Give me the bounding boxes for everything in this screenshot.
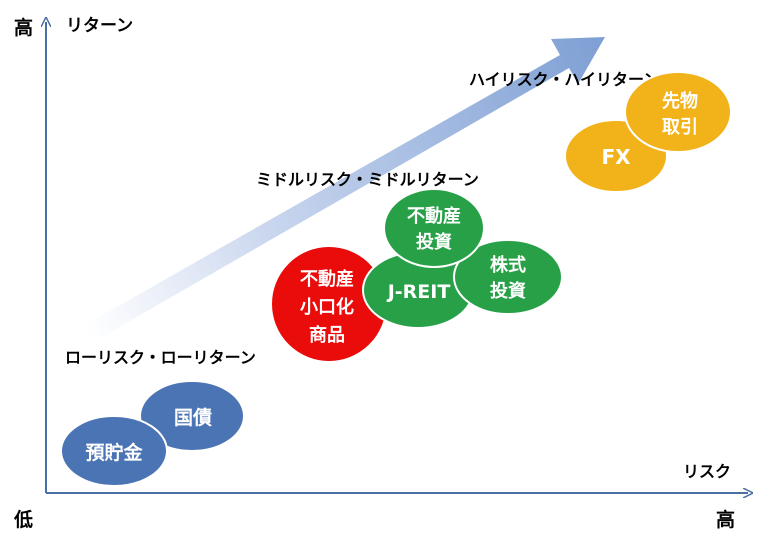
bubble-real-estate-line1: 不動産 [407,205,461,227]
bubble-jgb-label: 国債 [174,406,212,429]
x-axis-title: リスク [683,462,731,481]
bubble-small-lot-line1: 不動産 [300,268,354,290]
bubble-deposit-shape [60,415,168,487]
bubble-real-estate: 不動産 投資 [383,188,485,268]
bubble-stocks-line2: 投資 [490,280,526,302]
bubble-jgb: 国債 [139,380,245,452]
bubble-small-lot-line2: 小口化 [300,296,354,318]
bubble-reit: J-REIT [362,251,474,329]
bubble-stocks-shape [453,239,563,315]
bubble-deposit-label: 預貯金 [85,441,143,464]
bubble-real-estate-line2: 投資 [416,231,452,253]
bubble-futures-shape [624,71,732,153]
y-axis-title: リターン [66,16,133,36]
trend-arrow [85,37,605,341]
bubble-reit-label: J-REIT [386,281,451,303]
tier-high-label: ハイリスク・ハイリターン [469,70,659,89]
bubble-futures-line1: 先物 [662,90,698,112]
tier-low-label: ローリスク・ローリターン [65,348,256,367]
bubble-small-lot-line3: 商品 [309,324,345,346]
bubble-stocks-line1: 株式 [490,254,526,276]
bubble-jgb-shape [139,380,245,452]
tier-middle-label: ミドルリスク・ミドルリターン [256,170,479,189]
y-axis-high-label: 高 [14,16,33,39]
bubble-futures: 先物 取引 [624,71,732,153]
bubble-stocks: 株式 投資 [453,239,563,315]
bubble-fx-label: FX [601,145,631,169]
bubble-deposit: 預貯金 [60,415,168,487]
bubble-futures-line2: 取引 [662,117,698,138]
x-axis-low-label: 低 [13,508,33,531]
bubble-real-estate-shape [383,188,485,268]
x-axis-high-label: 高 [716,508,735,531]
